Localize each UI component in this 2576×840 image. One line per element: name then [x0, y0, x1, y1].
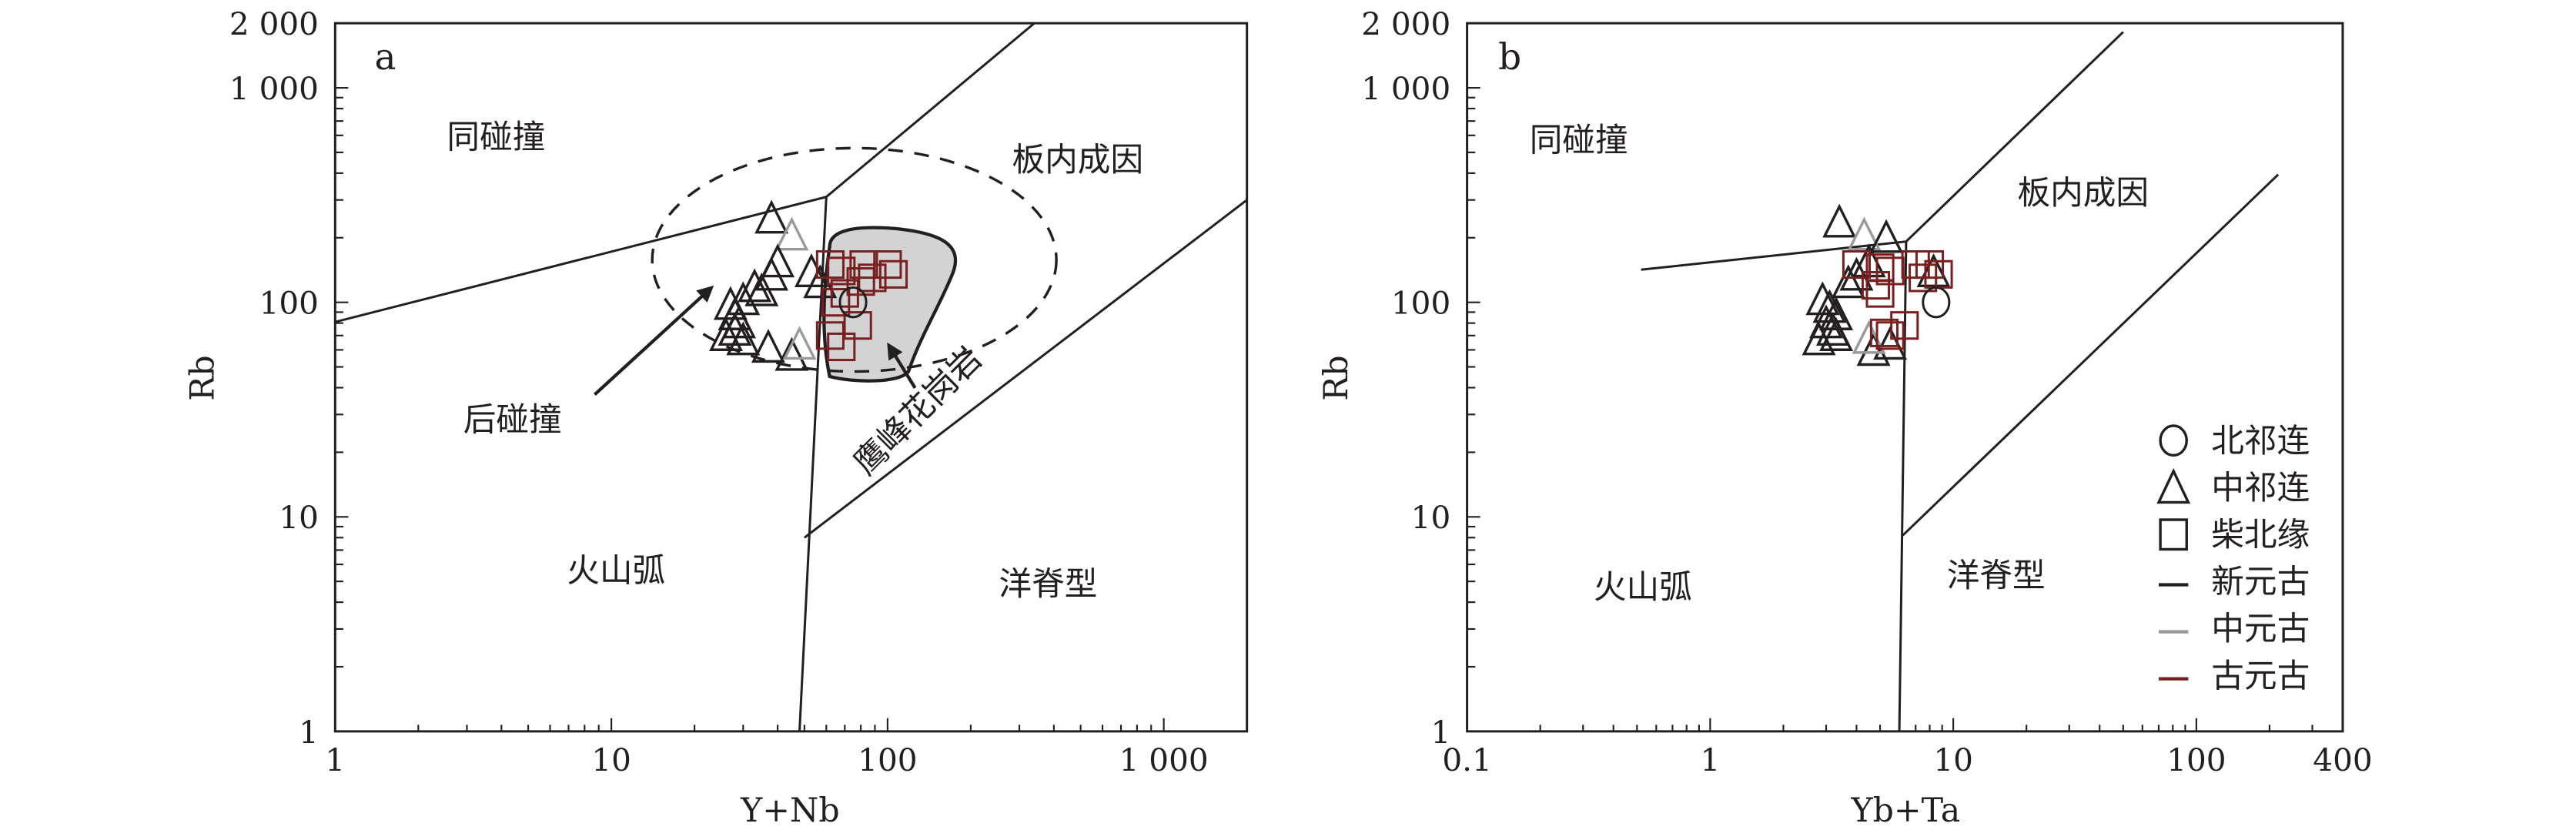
- y-tick-label: 1 000: [229, 70, 319, 107]
- square-point-chaibeiyuan: [846, 267, 875, 296]
- legend-label: 北祁连: [2211, 422, 2310, 460]
- y-tick-label: 100: [259, 285, 319, 322]
- x-tick-label: 10: [591, 741, 631, 778]
- region-within-plate-a: 板内成因: [1012, 141, 1144, 179]
- triangle-point-zhongqilian: [1831, 264, 1865, 299]
- y-tick-label: 2 000: [1361, 5, 1450, 42]
- region-post-collision-a: 后碰撞: [463, 400, 562, 439]
- triangle-point-zhongqilian: [782, 326, 817, 360]
- legend-label: 古元古: [2211, 657, 2310, 695]
- panel-label-a: a: [375, 36, 396, 79]
- x-tick-label: 100: [858, 741, 917, 778]
- x-tick-label: 0.1: [1442, 741, 1491, 778]
- legend-label: 柴北缘: [2211, 516, 2310, 554]
- triangle-point-zhongqilian: [1869, 219, 1904, 253]
- square-point-chaibeiyuan: [858, 263, 887, 293]
- square-point-chaibeiyuan: [815, 321, 845, 350]
- discrimination-boundary-a-2: [803, 199, 1248, 539]
- square-point-chaibeiyuan: [821, 288, 851, 317]
- legend-circle-icon: [2159, 424, 2188, 457]
- discrimination-boundary-b-0: [1641, 31, 2124, 271]
- post-collision-arrow: [594, 285, 714, 396]
- region-volcanic-arc-b: 火山弧: [1594, 568, 1692, 607]
- square-point-chaibeiyuan: [815, 250, 845, 279]
- region-syn-collision-a: 同碰撞: [447, 118, 545, 156]
- y-tick-label: 1: [299, 714, 319, 751]
- x-tick-label: 1 000: [1119, 741, 1209, 778]
- discrimination-boundary-b-1: [1898, 241, 1908, 731]
- y-tick-label: 10: [1411, 499, 1451, 536]
- y-tick-label: 1 000: [1361, 70, 1450, 107]
- yingfeng-arrow: [887, 342, 917, 390]
- square-point-chaibeiyuan: [1869, 318, 1899, 347]
- triangle-point-zhongqilian: [754, 199, 789, 234]
- circle-point-beiqilian: [1922, 286, 1951, 319]
- square-point-chaibeiyuan: [878, 259, 908, 289]
- triangle-point-zhongqilian: [718, 312, 752, 346]
- y-axis-title-b: Rb: [1317, 355, 1356, 400]
- panel-a-frame: [333, 22, 1249, 733]
- triangle-point-zhongqilian: [726, 281, 761, 316]
- square-point-chaibeiyuan: [1890, 311, 1919, 340]
- x-tick-label: 10: [1933, 741, 1973, 778]
- x-axis-title-a: Y+Nb: [740, 791, 840, 830]
- x-tick-label: 1: [325, 741, 345, 778]
- square-point-chaibeiyuan: [1875, 321, 1905, 350]
- x-tick-label: 400: [2313, 741, 2372, 778]
- square-point-chaibeiyuan: [827, 256, 856, 286]
- region-within-plate-b: 板内成因: [2017, 174, 2149, 213]
- y-tick-label: 2 000: [229, 5, 319, 42]
- region-ocean-ridge-a: 洋脊型: [999, 565, 1097, 604]
- panel-label-b: b: [1498, 36, 1521, 79]
- square-point-chaibeiyuan: [1861, 271, 1891, 300]
- discrimination-boundary-b-2: [1902, 173, 2280, 537]
- square-point-chaibeiyuan: [1842, 250, 1872, 279]
- triangle-point-zhongqilian: [774, 336, 809, 371]
- triangle-point-zhongqilian: [751, 329, 785, 363]
- triangle-point-zhongqilian: [774, 216, 809, 251]
- legend-label: 中元古: [2211, 610, 2310, 648]
- legend-label: 中祁连: [2211, 469, 2310, 507]
- y-axis-title-a: Rb: [183, 355, 222, 400]
- triangle-point-zhongqilian: [744, 272, 779, 306]
- y-tick-label: 100: [1391, 285, 1450, 322]
- square-point-chaibeiyuan: [830, 279, 859, 308]
- square-point-chaibeiyuan: [827, 332, 856, 362]
- x-tick-label: 100: [2166, 741, 2226, 778]
- triangle-point-zhongqilian: [1847, 216, 1882, 251]
- square-point-chaibeiyuan: [1865, 279, 1895, 308]
- x-tick-label: 1: [1700, 741, 1720, 778]
- square-point-chaibeiyuan: [843, 311, 872, 340]
- y-tick-label: 10: [279, 499, 319, 536]
- triangle-point-zhongqilian: [726, 321, 761, 356]
- legend-square-icon: [2159, 518, 2188, 551]
- legend-label: 新元古: [2211, 563, 2310, 601]
- region-volcanic-arc-a: 火山弧: [567, 552, 665, 591]
- post-collision-field: [651, 146, 1058, 373]
- triangle-point-zhongqilian: [709, 317, 743, 351]
- legend-triangle-icon: [2156, 467, 2191, 504]
- triangle-point-zhongqilian: [754, 256, 789, 291]
- triangle-point-zhongqilian: [738, 268, 772, 303]
- triangle-point-zhongqilian: [1839, 256, 1874, 291]
- panel-b-frame: [1466, 22, 2344, 733]
- x-axis-title-b: Yb+Ta: [1850, 791, 1960, 830]
- yingfeng-granite-field: [822, 226, 958, 383]
- triangle-point-zhongqilian: [1822, 203, 1857, 238]
- square-point-chaibeiyuan: [1909, 263, 1938, 293]
- panel-a-chart: 1 10 100 1 000 1 10 100 1 000 2 000 a 同碰撞 板内成因 火…: [183, 5, 1249, 830]
- region-ocean-ridge-b: 洋脊型: [1947, 557, 2046, 595]
- region-syn-collision-b: 同碰撞: [1530, 122, 1628, 160]
- circle-point-beiqilian: [838, 286, 868, 319]
- y-tick-label: 1: [1430, 714, 1450, 751]
- triangle-point-zhongqilian: [1819, 317, 1854, 351]
